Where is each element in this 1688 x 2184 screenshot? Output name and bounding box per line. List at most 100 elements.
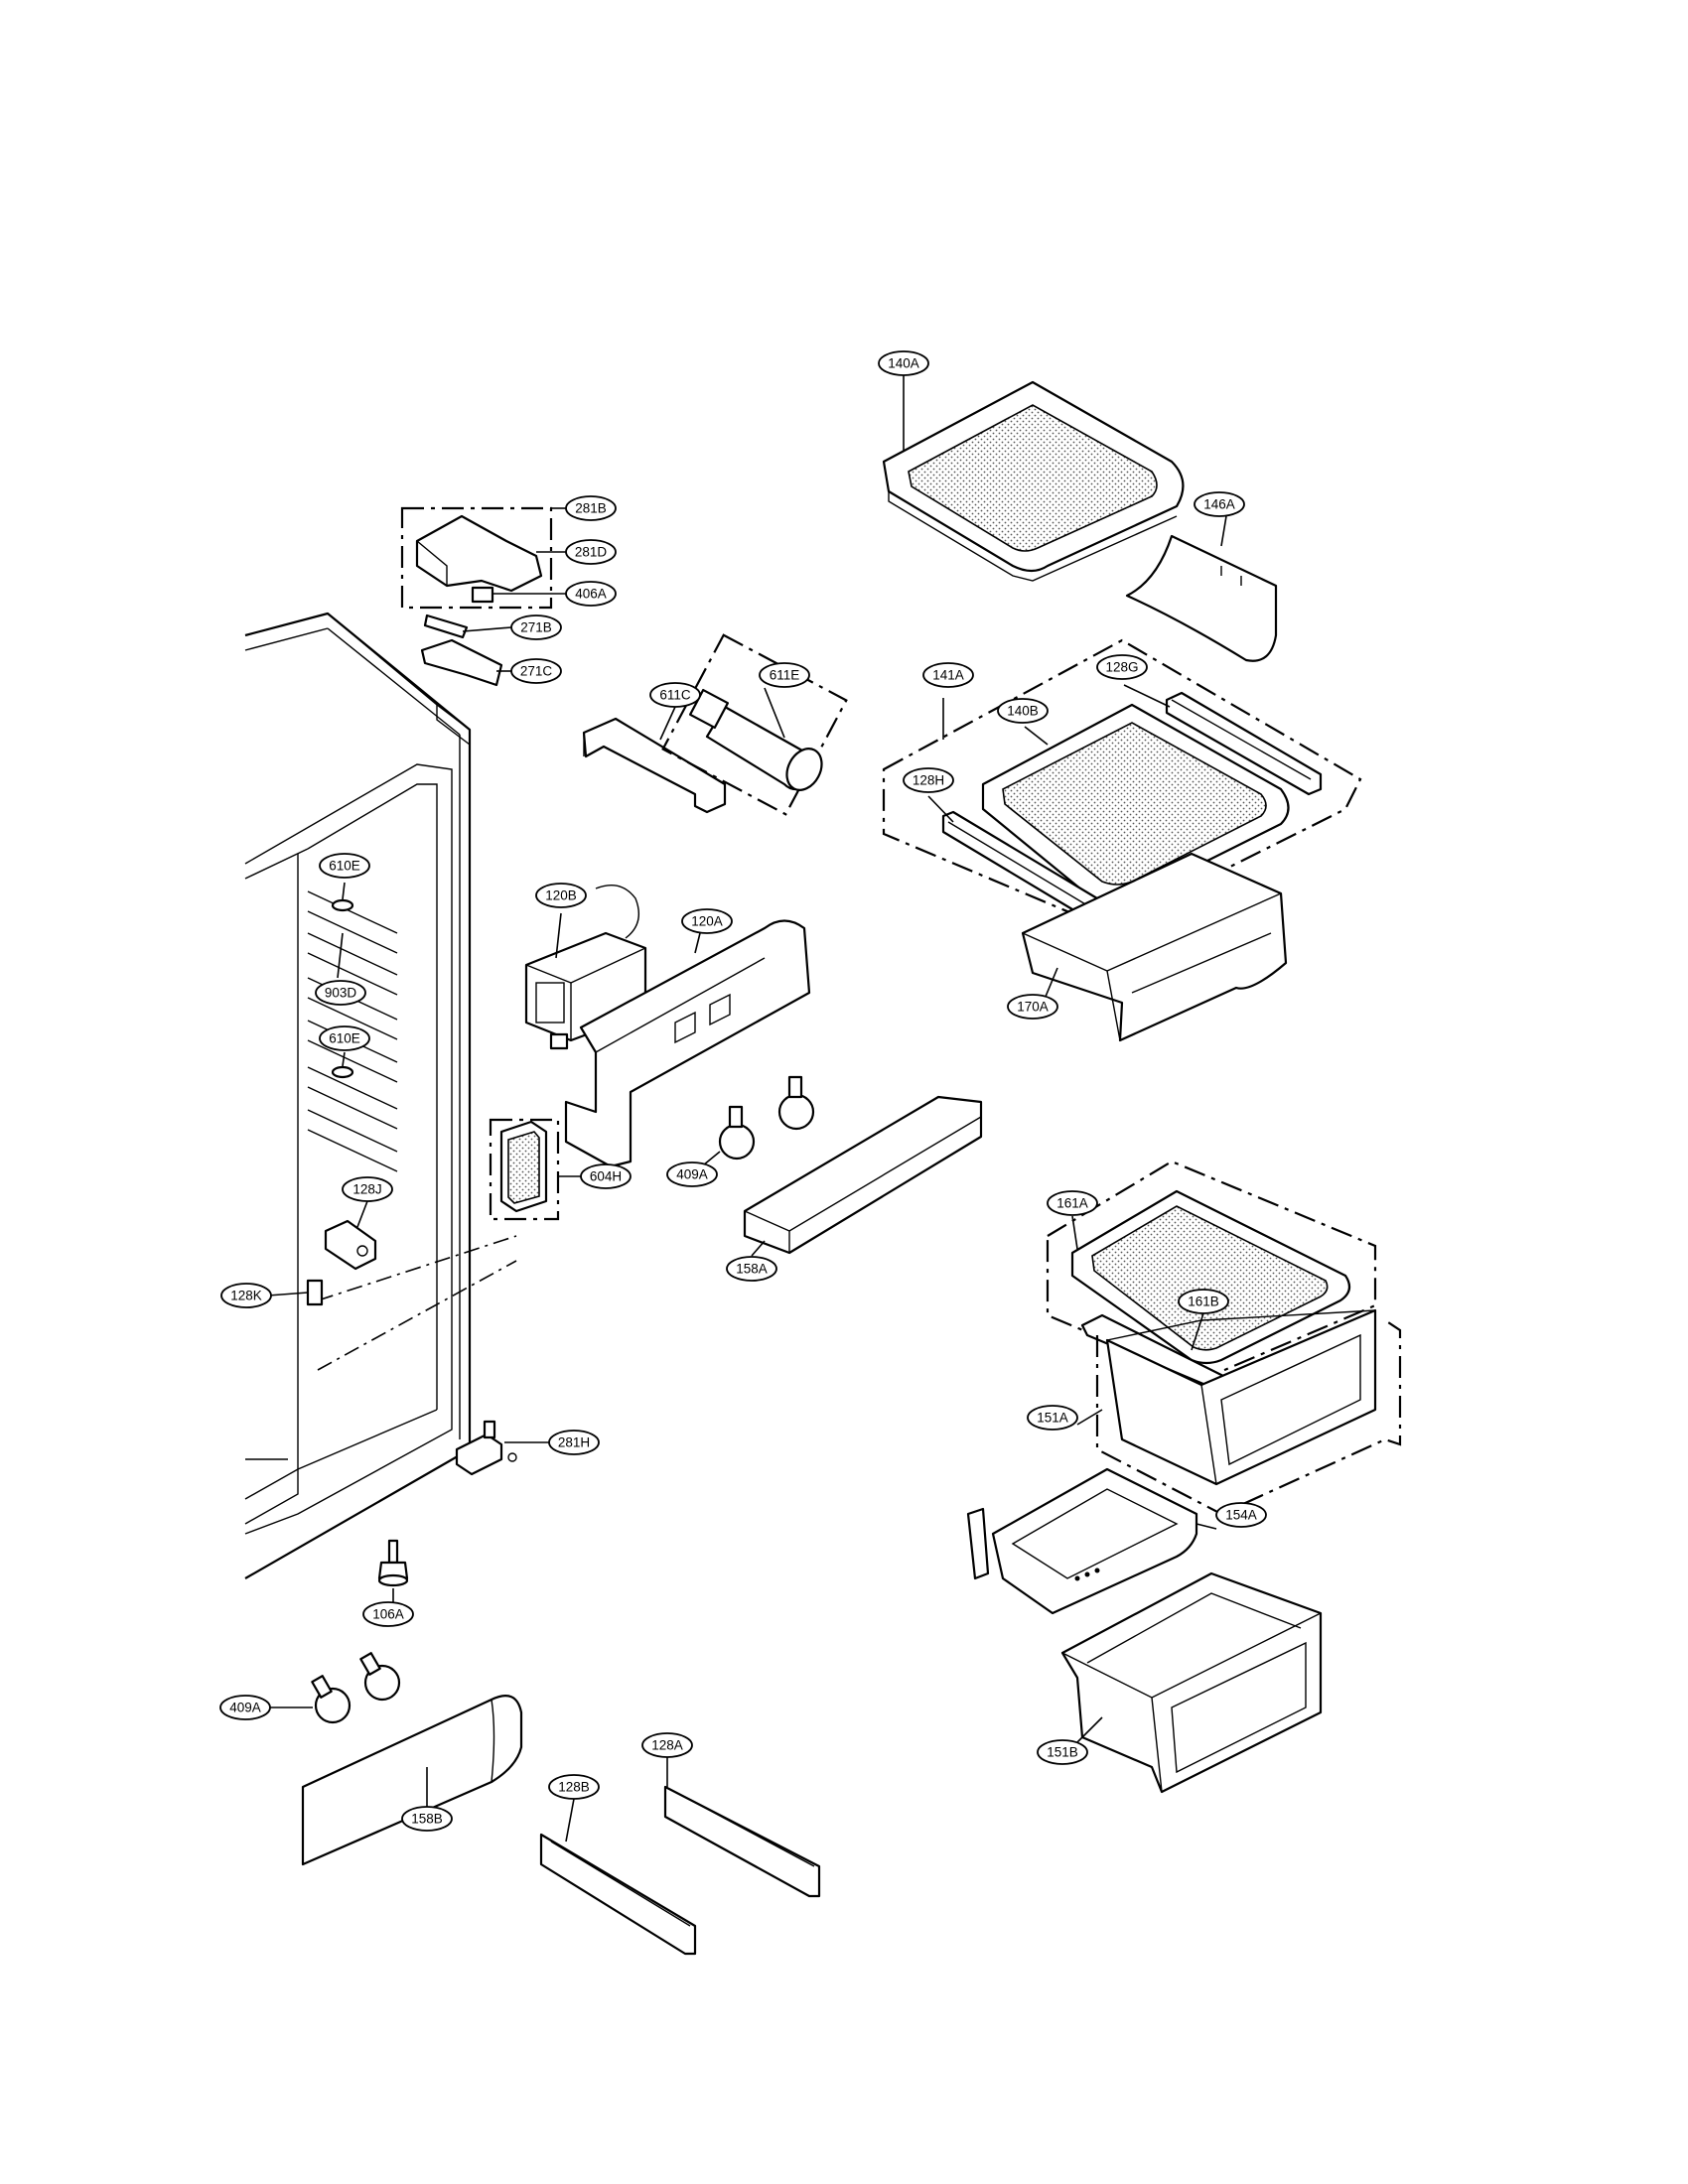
tray-154a	[966, 1467, 1198, 1615]
group-box-604h	[489, 1118, 560, 1221]
callout-161a: 161A	[1047, 1190, 1098, 1216]
callout-406a: 406A	[565, 581, 617, 607]
callout-610e-top: 610E	[319, 853, 370, 879]
callout-611c: 611C	[649, 682, 701, 708]
callout-label: 140B	[1007, 704, 1039, 719]
drawer-151a	[1105, 1308, 1377, 1486]
callout-label: 409A	[229, 1701, 261, 1715]
callout-label: 281D	[575, 545, 608, 560]
callout-label: 106A	[372, 1607, 404, 1622]
callout-label: 120B	[545, 888, 577, 903]
group-box-281b	[400, 506, 553, 610]
callout-281d: 281D	[565, 539, 617, 565]
bracket-120a	[564, 919, 811, 1168]
callout-label: 158B	[411, 1812, 443, 1827]
callout-128g: 128G	[1096, 654, 1148, 680]
callout-610e-bottom: 610E	[319, 1025, 370, 1051]
callout-604h: 604H	[580, 1163, 632, 1189]
callout-label: 128B	[558, 1780, 590, 1795]
light-bulbs-409a-lower	[311, 1652, 401, 1724]
callout-611e: 611E	[759, 662, 810, 688]
callout-271b: 271B	[510, 614, 562, 640]
drawer-151b	[1060, 1571, 1323, 1794]
callout-label: 128A	[651, 1738, 683, 1753]
leader-lines	[267, 375, 1227, 1843]
callout-label: 611E	[770, 668, 800, 683]
hinge-281h	[455, 1420, 517, 1476]
callout-271c: 271C	[510, 658, 562, 684]
callout-label: 154A	[1225, 1508, 1257, 1523]
callout-409a-upper: 409A	[666, 1161, 718, 1187]
callout-128b: 128B	[548, 1774, 600, 1800]
callout-161b: 161B	[1178, 1289, 1229, 1314]
callout-140a: 140A	[878, 350, 929, 376]
shelf-140b	[981, 703, 1290, 905]
callout-281b: 281B	[565, 495, 617, 521]
sensor-610e-bottom	[331, 1065, 354, 1079]
callout-label: 146A	[1203, 497, 1235, 512]
callout-label: 158A	[736, 1262, 768, 1277]
light-cover-158a	[743, 1095, 983, 1255]
callout-128a: 128A	[641, 1732, 693, 1758]
water-filter-611e	[688, 688, 823, 791]
cover-281d	[415, 514, 543, 593]
callout-label: 140A	[888, 356, 919, 371]
callout-label: 161A	[1056, 1196, 1088, 1211]
strip-128g	[1165, 691, 1323, 796]
refrigerator-cabinet	[244, 612, 517, 1579]
bracket-128j	[324, 1219, 377, 1271]
callout-120b: 120B	[535, 883, 587, 908]
callout-label: 406A	[575, 587, 607, 602]
callout-label: 128J	[352, 1182, 381, 1197]
callout-label: 610E	[329, 1031, 360, 1046]
shelf-rails	[307, 890, 398, 1172]
callout-409a-lower: 409A	[219, 1695, 271, 1720]
callout-903d: 903D	[315, 980, 366, 1006]
callout-label: 409A	[676, 1167, 708, 1182]
part-604h	[499, 1120, 548, 1213]
rail-128b	[539, 1833, 697, 1956]
callout-label: 128G	[1105, 660, 1138, 675]
group-box-141a	[882, 638, 1362, 930]
callout-label: 281H	[558, 1435, 590, 1450]
crisper-pan-170a	[1021, 852, 1288, 1042]
callout-label: 141A	[932, 668, 964, 683]
light-cover-158b	[301, 1695, 523, 1866]
callout-128k: 128K	[220, 1283, 272, 1308]
callout-151b: 151B	[1037, 1739, 1088, 1765]
callout-label: 151A	[1037, 1411, 1068, 1426]
callout-140b: 140B	[997, 698, 1049, 724]
callout-106a: 106A	[362, 1601, 414, 1627]
part-271b	[423, 614, 469, 639]
callout-label: 611C	[659, 688, 691, 703]
callout-label: 604H	[590, 1169, 622, 1184]
sensor-610e-top	[331, 898, 354, 912]
callout-170a: 170A	[1007, 994, 1058, 1020]
leveling-foot-106a	[377, 1539, 409, 1587]
filter-holder-611c	[582, 717, 727, 814]
callout-label: 151B	[1047, 1745, 1078, 1760]
switch-406a	[471, 586, 494, 604]
callout-158a: 158A	[726, 1256, 777, 1282]
callout-label: 161B	[1188, 1295, 1219, 1309]
callout-154a: 154A	[1215, 1502, 1267, 1528]
shelf-140a	[882, 380, 1185, 582]
callout-281h: 281H	[548, 1430, 600, 1455]
callout-146a: 146A	[1194, 491, 1245, 517]
clip-128k	[306, 1279, 324, 1306]
callout-120a: 120A	[681, 908, 733, 934]
callout-label: 120A	[691, 914, 723, 929]
group-box-151a	[1095, 1319, 1402, 1516]
part-271c	[420, 638, 503, 687]
callout-label: 170A	[1017, 1000, 1049, 1015]
callout-label: 271C	[520, 664, 553, 679]
callout-158b: 158B	[401, 1806, 453, 1832]
panel-146a	[1125, 534, 1278, 662]
callout-128h: 128H	[903, 767, 954, 793]
callout-label: 128K	[230, 1289, 262, 1303]
callout-141a: 141A	[922, 662, 974, 688]
callout-label: 281B	[575, 501, 607, 516]
callout-151a: 151A	[1027, 1405, 1078, 1431]
callout-label: 903D	[325, 986, 357, 1001]
